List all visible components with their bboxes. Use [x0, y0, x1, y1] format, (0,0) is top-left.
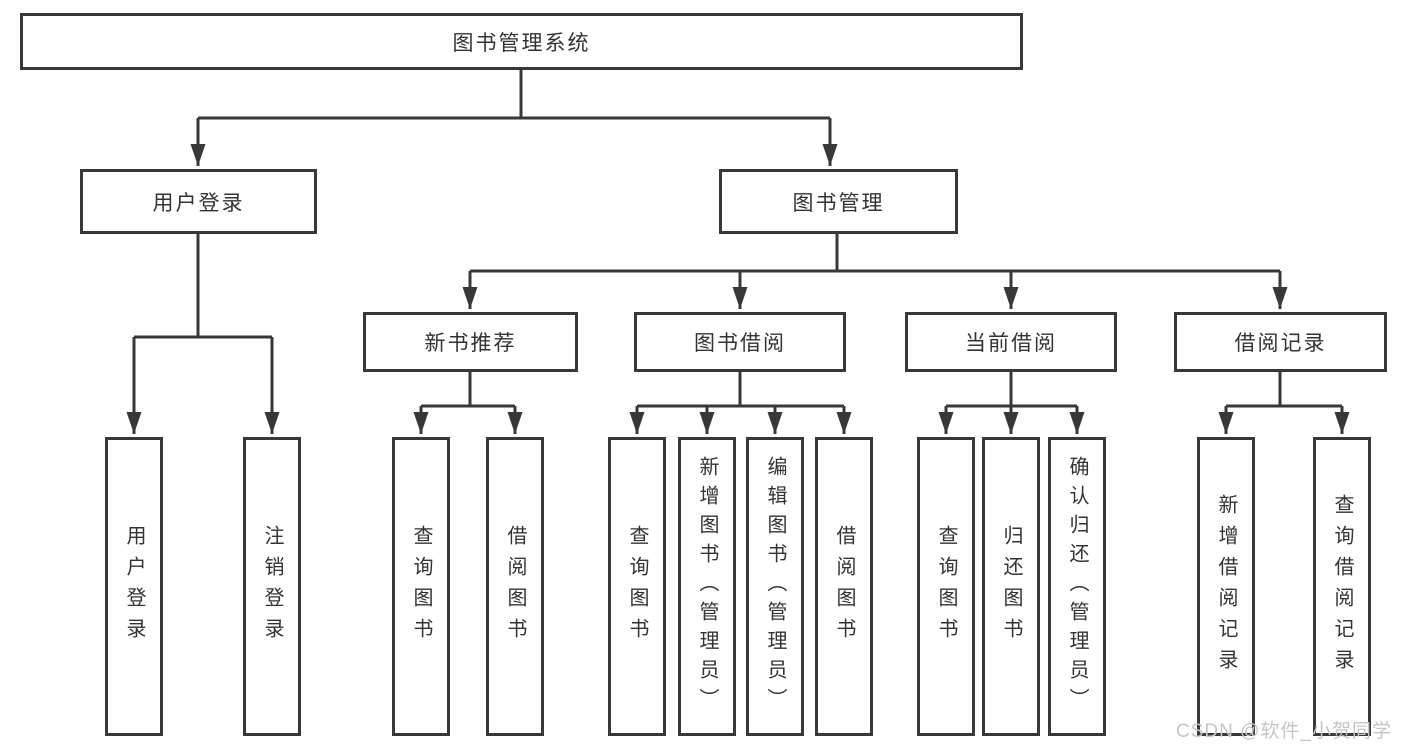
node-label: 图书借阅	[694, 332, 786, 355]
leaf-borrow-books-2: 借阅图书	[815, 437, 873, 736]
node-label: 查询图书	[626, 524, 648, 649]
leaf-confirm-return-admin: 确认归还（管理员）	[1048, 437, 1106, 736]
leaf-borrow-books-1: 借阅图书	[486, 437, 544, 736]
leaf-edit-books-admin: 编辑图书（管理员）	[746, 437, 804, 736]
connector-root-to-level2	[190, 69, 838, 166]
connector-user-login-to-leaves	[126, 234, 280, 434]
connector-new-books-to-leaves	[413, 372, 523, 434]
leaf-query-borrow-record: 查询借阅记录	[1313, 437, 1371, 736]
node-label: 编辑图书（管理员）	[764, 456, 786, 717]
node-label: 用户登录	[152, 191, 245, 215]
node-new-book-recommend: 新书推荐	[363, 312, 578, 372]
node-label: 图书管理	[792, 191, 885, 215]
leaf-logout: 注销登录	[243, 437, 301, 736]
node-label: 归还图书	[1000, 524, 1022, 649]
leaf-query-books-2: 查询图书	[608, 437, 666, 736]
node-label: 确认归还（管理员）	[1066, 456, 1088, 717]
node-label: 查询图书	[935, 524, 957, 649]
leaf-user-login: 用户登录	[105, 437, 163, 736]
node-label: 借阅记录	[1234, 332, 1327, 355]
leaf-add-borrow-record: 新增借阅记录	[1197, 437, 1255, 736]
node-root-system: 图书管理系统	[20, 13, 1023, 70]
node-label: 新增借阅记录	[1215, 493, 1237, 680]
node-book-borrow: 图书借阅	[634, 312, 846, 372]
connector-book-borrow-to-leaves	[629, 372, 852, 434]
leaf-query-books-1: 查询图书	[392, 437, 450, 736]
node-current-borrow: 当前借阅	[905, 312, 1117, 372]
node-user-login: 用户登录	[80, 169, 317, 234]
leaf-query-books-3: 查询图书	[917, 437, 975, 736]
node-label: 查询图书	[410, 524, 432, 649]
node-label: 新书推荐	[424, 332, 517, 355]
node-borrow-records: 借阅记录	[1174, 312, 1387, 372]
connector-borrow-records-to-leaves	[1218, 372, 1350, 434]
connector-current-borrow-to-leaves	[938, 372, 1085, 434]
node-label: 用户登录	[123, 524, 145, 649]
node-label: 当前借阅	[965, 332, 1057, 355]
node-label: 借阅图书	[833, 524, 855, 649]
node-label: 查询借阅记录	[1331, 493, 1353, 680]
node-label: 图书管理系统	[452, 31, 591, 55]
node-book-management: 图书管理	[719, 169, 958, 234]
csdn-watermark: CSDN @软件_小贺同学	[1176, 721, 1392, 742]
node-label: 注销登录	[261, 524, 283, 649]
leaf-return-books: 归还图书	[982, 437, 1040, 736]
node-label: 新增图书（管理员）	[696, 456, 718, 717]
leaf-add-books-admin: 新增图书（管理员）	[678, 437, 736, 736]
node-label: 借阅图书	[504, 524, 526, 649]
connector-book-management-to-sections	[462, 234, 1288, 309]
